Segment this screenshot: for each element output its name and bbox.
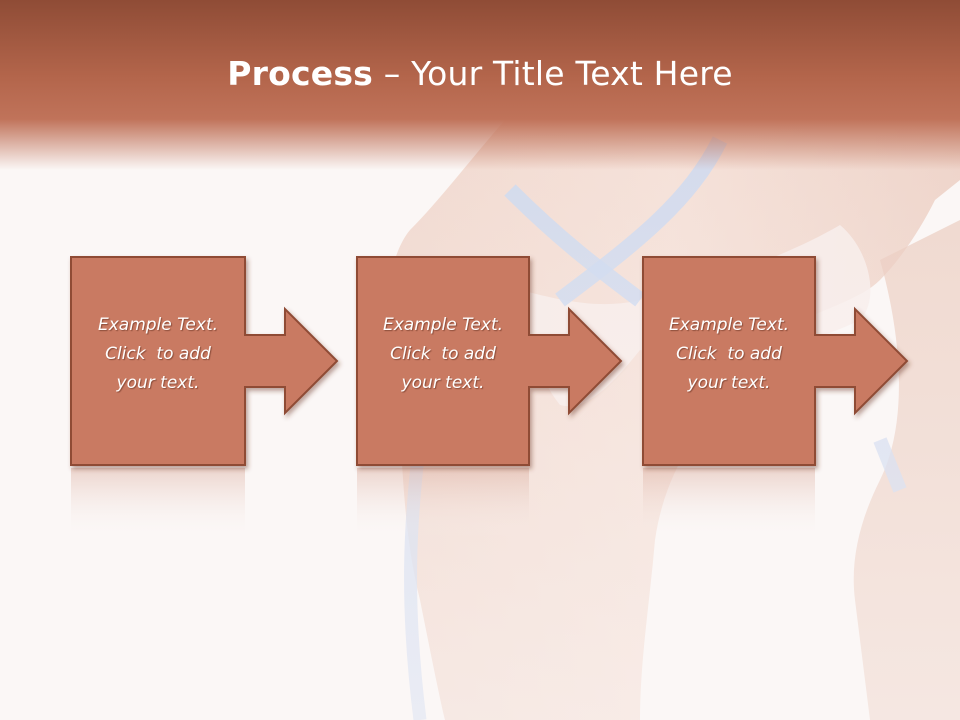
step-1-reflection (71, 468, 245, 538)
step-2-line-2: Click to add (390, 344, 496, 364)
step-3-line-2: Click to add (676, 344, 782, 364)
step-3-line-1: Example Text. (668, 315, 790, 335)
step-2-line-3: your text. (401, 373, 485, 393)
title-rest: – Your Title Text Here (373, 54, 733, 93)
step-2-reflection (357, 468, 529, 538)
title-bold: Process (227, 54, 374, 93)
step-3-reflection (643, 468, 815, 538)
slide-title[interactable]: Process – Your Title Text Here (0, 54, 960, 93)
step-1-text[interactable]: Example Text. Click to add your text. (72, 311, 244, 398)
step-2-text[interactable]: Example Text. Click to add your text. (357, 311, 529, 398)
step-1-arrow-shape[interactable] (70, 256, 339, 466)
step-1-line-1: Example Text. (97, 315, 219, 335)
header-band (0, 0, 960, 170)
step-2-arrow-shape[interactable] (356, 256, 623, 466)
step-3-line-3: your text. (687, 373, 771, 393)
step-2-line-1: Example Text. (382, 315, 504, 335)
step-1-line-2: Click to add (105, 344, 211, 364)
step-3-arrow-shape[interactable] (642, 256, 909, 466)
step-1-line-3: your text. (116, 373, 200, 393)
step-3-text[interactable]: Example Text. Click to add your text. (643, 311, 815, 398)
